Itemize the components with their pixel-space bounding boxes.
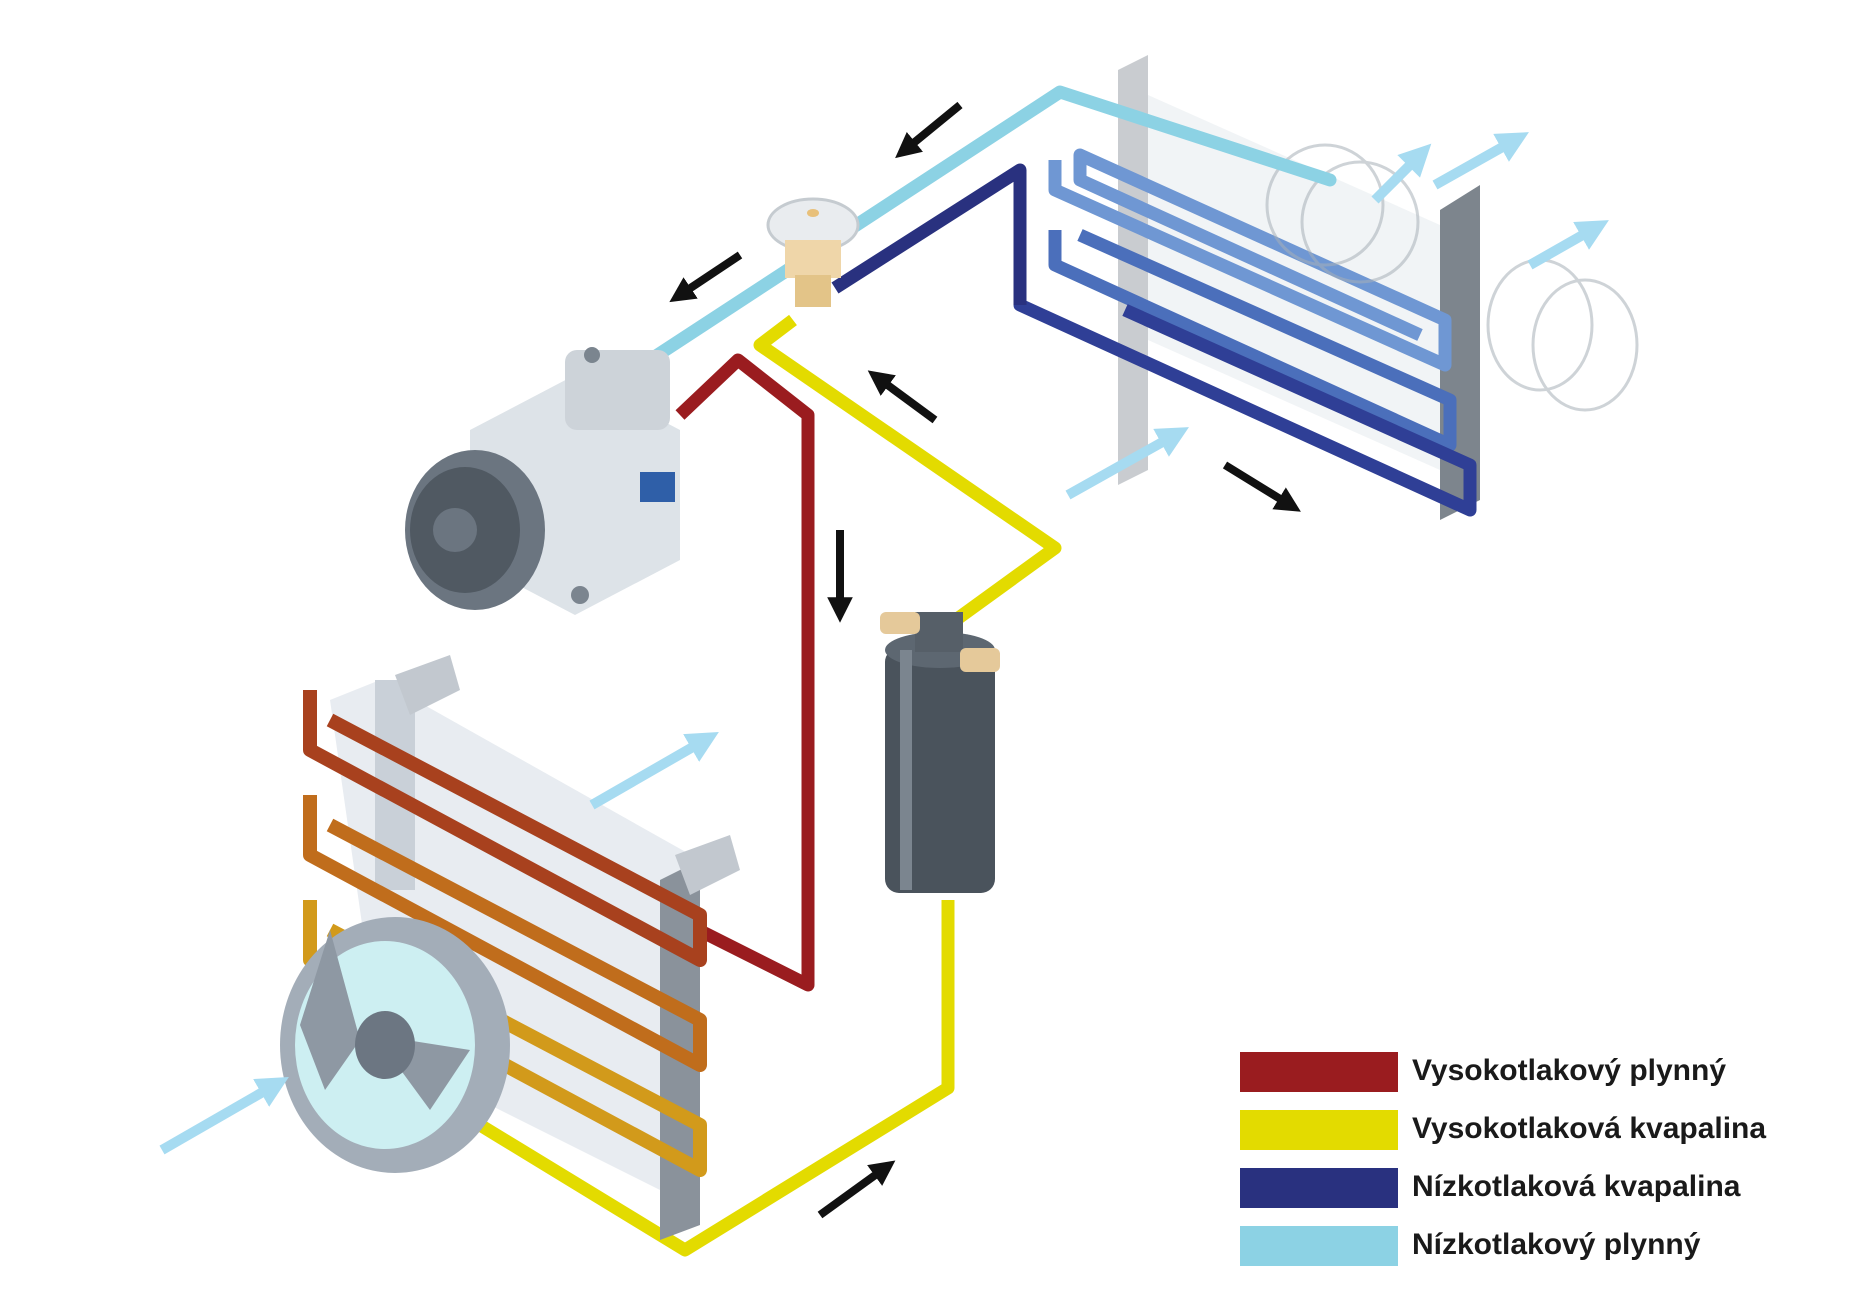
legend-label: Vysokotlaková kvapalina <box>1412 1112 1767 1145</box>
airflow-arrow-icon <box>1432 132 1529 190</box>
legend-swatch-low-pressure-gas <box>1240 1226 1398 1266</box>
legend-swatch-low-pressure-liquid <box>1240 1168 1398 1208</box>
airflow-arrow-icon <box>159 1077 289 1155</box>
high-pressure-liquid-line-2 <box>753 314 1062 641</box>
legend: Vysokotlakový plynný Vysokotlaková kvapa… <box>1240 1052 1800 1284</box>
legend-item: Nízkotlakový plynný <box>1240 1226 1800 1284</box>
flow-arrow-icon <box>669 251 743 303</box>
legend-item: Vysokotlaková kvapalina <box>1240 1110 1800 1168</box>
legend-swatch-high-pressure-gas <box>1240 1052 1398 1092</box>
compressor-icon <box>405 347 680 615</box>
legend-label: Nízkotlaková kvapalina <box>1412 1170 1741 1203</box>
legend-swatch-high-pressure-liquid <box>1240 1110 1398 1150</box>
expansion-valve-icon <box>766 197 860 307</box>
evaporator-icon <box>1013 55 1480 520</box>
flow-arrow-icon <box>895 101 963 159</box>
legend-item: Nízkotlaková kvapalina <box>1240 1168 1800 1226</box>
airflow-arrow-icon <box>1527 220 1609 270</box>
cooling-fan-icon <box>280 917 510 1173</box>
airflow-arrow-icon <box>1371 143 1432 204</box>
blower-fan-icon <box>1265 143 1639 412</box>
airflow-arrow-icon <box>1065 427 1189 500</box>
high-pressure-liquid-line <box>476 900 955 1257</box>
airflow-arrow-icon <box>589 732 719 810</box>
flow-arrow-icon <box>867 370 938 424</box>
flow-arrow-icon <box>1222 461 1301 512</box>
condenser-icon <box>303 655 740 1240</box>
low-pressure-liquid-line <box>831 163 1027 305</box>
legend-item: Vysokotlakový plynný <box>1240 1052 1800 1110</box>
legend-label: Vysokotlakový plynný <box>1412 1054 1727 1087</box>
flow-arrows <box>669 101 1301 1219</box>
airflow-arrows <box>159 132 1609 1155</box>
receiver-drier-icon <box>880 612 1000 893</box>
legend-label: Nízkotlakový plynný <box>1412 1228 1701 1261</box>
flow-arrow-icon <box>817 1160 896 1219</box>
